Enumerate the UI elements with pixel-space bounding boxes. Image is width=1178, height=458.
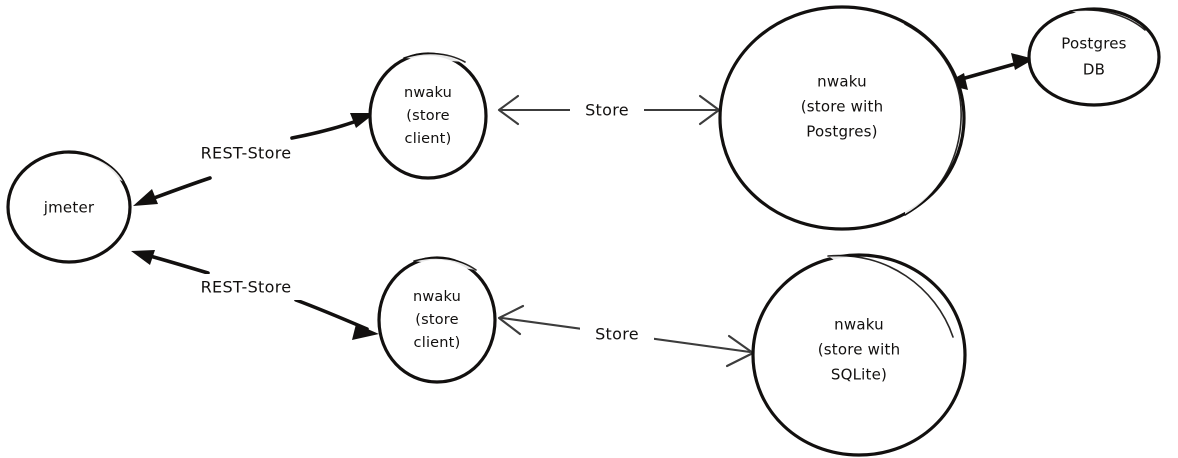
node-jmeter-outline — [6, 150, 132, 264]
node-nwaku-store-with-postgres-sketch-overstroke — [904, 23, 962, 216]
edge-store-client-bottom-to-sqlite: Store — [497, 304, 755, 368]
node-nwaku-store-client-bottom-label-line2: (store — [415, 312, 459, 328]
node-nwaku-store-with-postgres-label-line3: Postgres) — [806, 123, 877, 141]
node-nwaku-store-client-bottom-outline — [377, 256, 497, 384]
node-nwaku-store-with-sqlite-label-line1: nwaku — [834, 316, 884, 334]
node-jmeter-sketch-overstroke — [61, 152, 125, 183]
node-nwaku-store-client-top-outline — [368, 52, 488, 180]
node-postgres-db-label-line2: DB — [1083, 61, 1105, 79]
edge-line-rest-store-bottom-left — [148, 254, 210, 275]
edge-line-rest-store-top-left — [144, 176, 212, 203]
arrowhead-to-store-client-bottom — [352, 324, 379, 340]
edge-label-rest-store-bottom: REST-Store — [201, 278, 292, 297]
node-nwaku-store-with-sqlite[interactable]: nwaku (store with SQLite) — [751, 253, 967, 457]
node-nwaku-store-client-top[interactable]: nwaku (store client) — [368, 52, 488, 180]
edge-label-rest-store-top: REST-Store — [201, 144, 292, 163]
node-nwaku-store-with-postgres-outline — [718, 5, 966, 231]
node-nwaku-store-with-postgres-label-line2: (store with — [801, 98, 884, 116]
edge-jmeter-to-store-client-bottom: REST-Store — [131, 250, 379, 340]
edge-label-bg-rest-store-bottom — [178, 274, 314, 300]
node-nwaku-store-client-top-label-line1: nwaku — [404, 85, 452, 101]
arrowhead-store-bottom-left — [497, 304, 525, 336]
node-nwaku-store-client-bottom[interactable]: nwaku (store client) — [377, 256, 497, 384]
node-postgres-db[interactable]: Postgres DB — [1027, 7, 1161, 107]
edge-line-postgres-db — [956, 60, 1024, 82]
node-nwaku-store-with-sqlite-sketch-overstroke — [827, 254, 954, 338]
node-nwaku-store-client-top-sketch-overstroke — [403, 52, 466, 63]
node-nwaku-store-with-postgres[interactable]: nwaku (store with Postgres) — [718, 5, 966, 231]
edge-label-store-top: Store — [585, 101, 629, 120]
node-jmeter-label-line1: jmeter — [43, 199, 95, 217]
edge-label-bg-store-bottom — [580, 323, 654, 346]
arrowhead-to-jmeter-top — [133, 189, 158, 206]
node-nwaku-store-with-sqlite-label-line2: (store with — [818, 341, 901, 359]
node-nwaku-store-client-bottom-label-line1: nwaku — [413, 289, 461, 305]
node-postgres-db-sketch-overstroke — [1069, 9, 1146, 31]
node-nwaku-store-with-sqlite-label-line3: SQLite) — [831, 366, 887, 384]
arrowhead-to-jmeter-bottom — [131, 250, 155, 265]
node-nwaku-store-with-postgres-label-line1: nwaku — [817, 73, 867, 91]
edge-label-bg-store-top — [570, 99, 644, 122]
node-nwaku-store-client-bottom-label-line3: client) — [414, 335, 461, 351]
node-nwaku-store-client-bottom-sketch-overstroke — [413, 257, 477, 271]
node-nwaku-store-client-top-label-line3: client) — [405, 131, 452, 147]
node-postgres-db-outline — [1027, 7, 1161, 107]
edge-store-client-top-to-postgres: Store — [497, 94, 721, 126]
arrowhead-to-postgres-db — [1011, 53, 1034, 70]
node-nwaku-store-client-top-label-line2: (store — [406, 108, 450, 124]
node-jmeter[interactable]: jmeter — [6, 150, 132, 264]
arrowhead-store-top-left — [497, 94, 520, 126]
edge-jmeter-to-store-client-top: REST-Store — [133, 113, 375, 206]
node-postgres-db-label-line1: Postgres — [1061, 35, 1126, 53]
edge-label-store-bottom: Store — [595, 325, 639, 344]
edge-label-bg-rest-store-top — [178, 140, 314, 166]
